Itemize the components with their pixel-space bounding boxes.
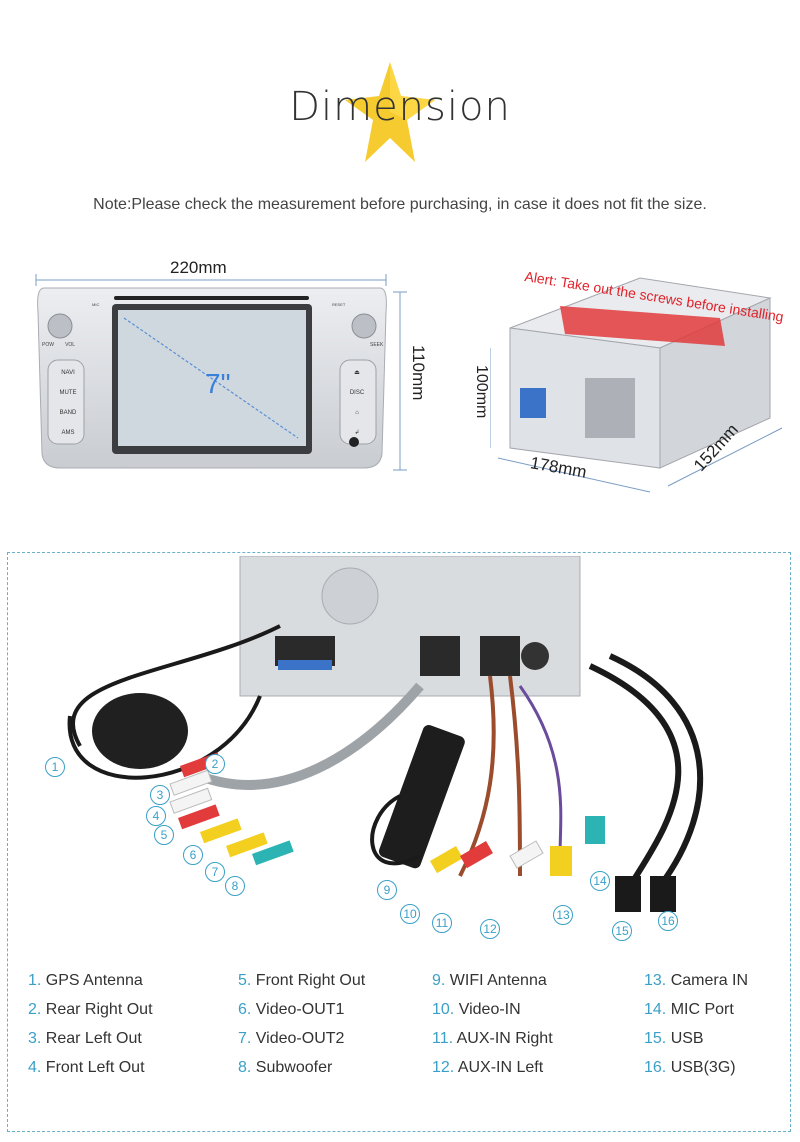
legend-item: 13. Camera IN — [644, 972, 749, 989]
reset-label: RESET — [332, 302, 346, 307]
callout-15: 15 — [612, 921, 632, 941]
callout-13: 13 — [553, 905, 573, 925]
front-height-line — [393, 291, 407, 471]
callout-7: 7 — [205, 862, 225, 882]
legend-item: 12. AUX-IN Left — [432, 1059, 544, 1076]
legend-item: 4. Front Left Out — [28, 1059, 145, 1076]
legend-column-4: 13. Camera IN 14. MIC Port 15. USB 16. U… — [644, 972, 748, 1088]
callout-2: 2 — [205, 754, 225, 774]
mic-label: MIC — [92, 302, 100, 307]
wiring-harness-illustration — [67, 556, 704, 912]
disc-button[interactable]: DISC — [349, 390, 365, 396]
legend-column-3: 9. WIFI Antenna 10. Video-IN 11. AUX-IN … — [432, 972, 553, 1088]
mute-button[interactable]: MUTE — [59, 390, 77, 396]
callout-12: 12 — [480, 919, 500, 939]
callout-14: 14 — [590, 871, 610, 891]
star-decoration-icon — [345, 62, 435, 162]
screen-size-label: 7" — [205, 368, 231, 399]
legend-item: 8. Subwoofer — [238, 1059, 333, 1076]
front-dimension-lines — [35, 274, 387, 286]
navi-button[interactable]: NAVI — [61, 370, 75, 376]
callout-11: 11 — [432, 913, 452, 933]
legend-item: 16. USB(3G) — [644, 1059, 736, 1076]
legend-item: 11. AUX-IN Right — [432, 1030, 553, 1047]
legend-item: 2. Rear Right Out — [28, 1001, 153, 1018]
callout-1: 1 — [45, 757, 65, 777]
callout-5: 5 — [154, 825, 174, 845]
band-button[interactable]: BAND — [59, 410, 77, 416]
eject-button[interactable]: ⏏ — [354, 370, 360, 376]
callout-9: 9 — [377, 880, 397, 900]
callout-4: 4 — [146, 806, 166, 826]
callout-16: 16 — [658, 911, 678, 931]
chassis-height-label: 100mm — [473, 365, 490, 419]
measurement-note: Note:Please check the measurement before… — [93, 196, 707, 213]
callout-6: 6 — [183, 845, 203, 865]
legend-item: 9. WIFI Antenna — [432, 972, 547, 989]
legend-item: 7. Video-OUT2 — [238, 1030, 345, 1047]
legend-item: 1. GPS Antenna — [28, 972, 143, 989]
back-button[interactable]: ↲ — [354, 430, 360, 436]
seek-knob-label: SEEK — [370, 342, 384, 348]
connector-legend: 1. GPS Antenna 2. Rear Right Out 3. Rear… — [28, 972, 788, 1092]
front-left-buttons: NAVI MUTE BAND AMS — [55, 363, 81, 443]
callout-8: 8 — [225, 876, 245, 896]
front-panel-illustration — [37, 287, 387, 469]
callout-10: 10 — [400, 904, 420, 924]
legend-item: 5. Front Right Out — [238, 972, 366, 989]
legend-item: 15. USB — [644, 1030, 704, 1047]
front-width-label: 220mm — [170, 258, 227, 277]
page-title: Dimension — [289, 84, 511, 130]
legend-item: 6. Video-OUT1 — [238, 1001, 345, 1018]
legend-column-1: 1. GPS Antenna 2. Rear Right Out 3. Rear… — [28, 972, 153, 1088]
legend-item: 3. Rear Left Out — [28, 1030, 142, 1047]
wiring-panel — [7, 552, 791, 1132]
front-height-label: 110mm — [409, 345, 428, 401]
legend-column-2: 5. Front Right Out 6. Video-OUT1 7. Vide… — [238, 972, 365, 1088]
ams-button[interactable]: AMS — [61, 430, 75, 436]
chassis-illustration — [490, 277, 783, 493]
home-button[interactable]: ⌂ — [355, 410, 359, 416]
power-knob-label: POW VOL — [42, 342, 76, 348]
legend-item: 14. MIC Port — [644, 1001, 734, 1018]
callout-3: 3 — [150, 785, 170, 805]
legend-item: 10. Video-IN — [432, 1001, 521, 1018]
front-right-buttons: ⏏ DISC ⌂ ↲ — [344, 363, 370, 443]
